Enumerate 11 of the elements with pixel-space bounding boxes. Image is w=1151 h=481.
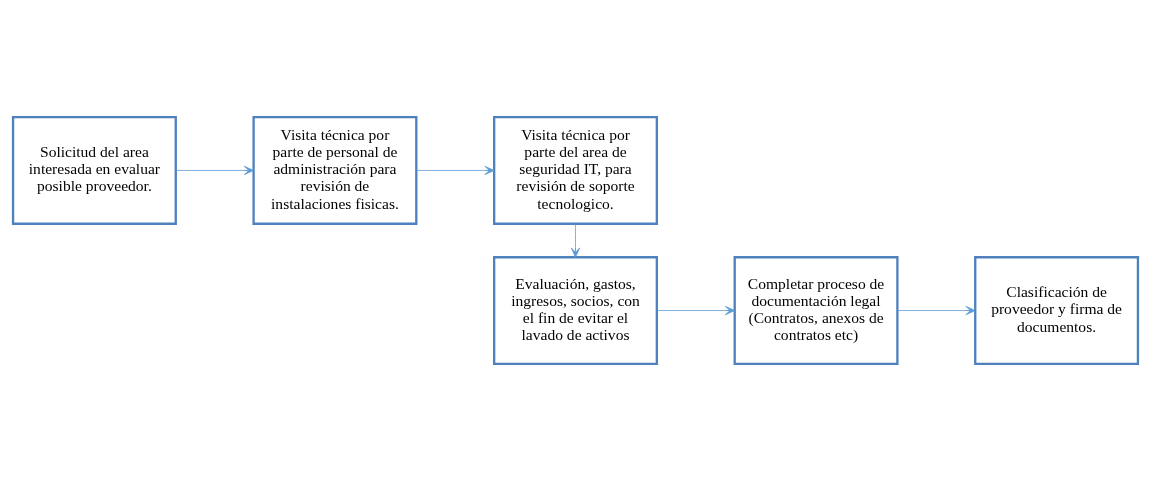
arrow — [656, 305, 736, 316]
node-box: Evaluación, gastos, ingresos, socios, con el fin de evitar el lavado de activos — [492, 256, 658, 366]
arrow — [570, 223, 581, 258]
arrow — [897, 305, 976, 316]
node-box: Clasificación de proveedor y firma de documentos. — [974, 256, 1140, 366]
node-box: Visita técnica por parte de personal de administración para revisión de instalaciones fisicas. — [252, 115, 418, 225]
node-box: Solicitud del area interesada en evaluar posible proveedor. — [11, 115, 177, 225]
node-box: Completar proceso de documentación legal (Contratos, anexos de contratos etc) — [733, 256, 899, 366]
arrow — [416, 165, 495, 176]
node-box: Visita técnica por parte del area de seguridad IT, para revisión de soporte tecnologico. — [492, 115, 658, 225]
arrow — [175, 165, 254, 176]
